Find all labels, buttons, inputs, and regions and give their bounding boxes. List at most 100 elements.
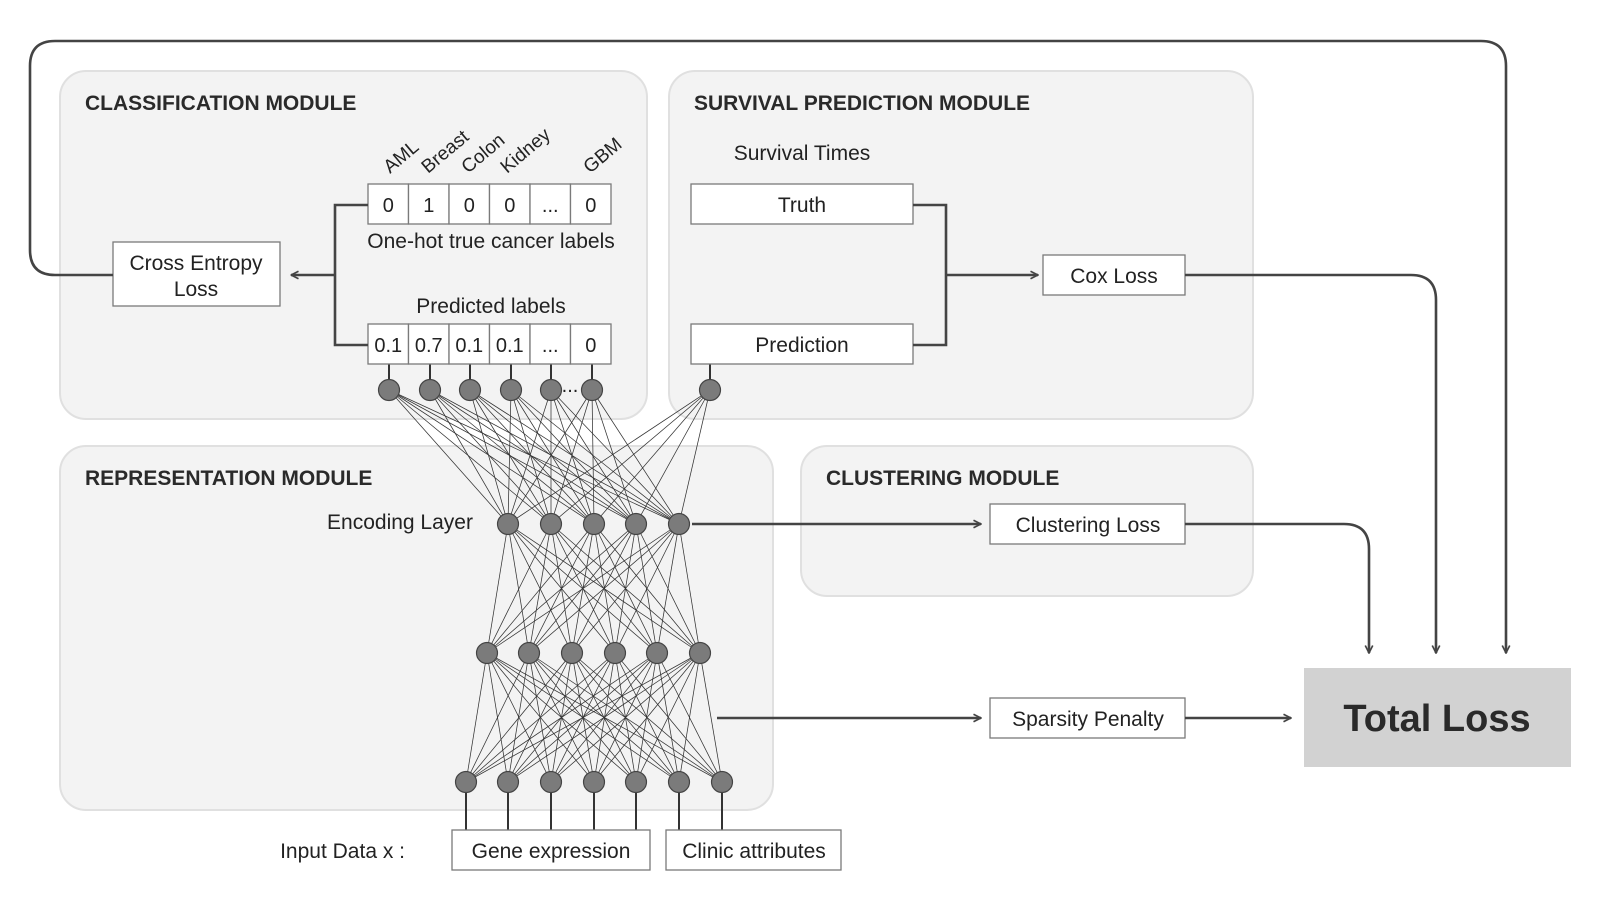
wire-output-encoding xyxy=(510,389,680,525)
input-node xyxy=(496,770,520,794)
output-node xyxy=(539,378,563,402)
input-node xyxy=(582,770,606,794)
wire-output-encoding xyxy=(469,389,637,525)
truth-label: Truth xyxy=(778,194,826,217)
cross-entropy-loss-box xyxy=(112,241,281,307)
wire-output-encoding xyxy=(469,389,680,525)
sparsity-penalty-label: Sparsity Penalty xyxy=(1012,708,1164,731)
input-node xyxy=(667,770,691,794)
wire-hidden-input xyxy=(507,652,701,783)
clinic-attributes-box xyxy=(665,829,842,871)
wire-hidden-input xyxy=(550,652,701,783)
wire-output-encoding xyxy=(507,389,593,525)
hidden-node xyxy=(688,641,712,665)
survival-module-panel xyxy=(668,70,1254,420)
predicted-label-cell xyxy=(367,323,410,365)
encoding-node xyxy=(582,512,606,536)
wire-encoding-hidden xyxy=(656,523,680,654)
wire-hidden-input xyxy=(465,652,658,783)
prediction-box xyxy=(690,323,914,365)
clustering-loss-box xyxy=(989,503,1186,545)
clinic-attributes-label: Clinic attributes xyxy=(682,840,826,863)
input-node xyxy=(624,770,648,794)
clustering-loss-label: Clustering Loss xyxy=(1016,514,1161,537)
survival-times-heading: Survival Times xyxy=(734,142,871,165)
true-label-value: 0 xyxy=(504,195,515,217)
wire-output-encoding xyxy=(510,389,552,525)
cox-loss-label: Cox Loss xyxy=(1070,265,1158,288)
wire-output-encoding xyxy=(593,389,711,525)
predicted-label-cell xyxy=(488,323,531,365)
wire-output-encoding xyxy=(678,389,711,525)
true-label-value: 0 xyxy=(585,195,596,217)
survival-output-node xyxy=(698,378,722,402)
encoding-node xyxy=(624,512,648,536)
predicted-labels-caption: Predicted labels xyxy=(416,295,565,318)
wire-hidden-input xyxy=(507,652,530,783)
true-labels-caption: One-hot true cancer labels xyxy=(367,230,614,253)
survival-module-title: SURVIVAL PREDICTION MODULE xyxy=(694,92,1030,115)
wire-output-encoding xyxy=(591,389,637,525)
wire-hidden-input xyxy=(699,652,723,783)
true-label-cell xyxy=(407,183,450,225)
total-loss-box xyxy=(1304,668,1571,767)
wire-output-encoding xyxy=(388,389,680,525)
predicted-label-value: 0.1 xyxy=(374,335,402,357)
input-node xyxy=(539,770,563,794)
wire-encoding-hidden xyxy=(486,523,680,654)
arrow-clustering-to-total xyxy=(1185,522,1369,653)
wire-output-encoding xyxy=(550,389,637,525)
encoding-node xyxy=(667,512,691,536)
wire-encoding-hidden xyxy=(528,523,552,654)
classification-module-title: CLASSIFICATION MODULE xyxy=(85,92,356,115)
wire-output-encoding xyxy=(469,389,509,525)
wire-output-encoding xyxy=(507,389,512,525)
hidden-node xyxy=(475,641,499,665)
predicted-label-value: 0.7 xyxy=(415,335,443,357)
wire-output-encoding xyxy=(388,389,509,525)
arrow-cox-to-total xyxy=(1185,273,1436,653)
encoding-layer-label: Encoding Layer xyxy=(327,511,473,534)
representation-module-title: REPRESENTATION MODULE xyxy=(85,467,372,490)
wire-output-encoding xyxy=(591,389,680,525)
output-node xyxy=(458,378,482,402)
wire-output-encoding xyxy=(510,389,595,525)
gene-expression-label: Gene expression xyxy=(472,840,631,863)
output-node xyxy=(499,378,523,402)
wire-output-encoding xyxy=(429,389,552,525)
output-node xyxy=(580,378,604,402)
wire-encoding-hidden xyxy=(486,523,509,654)
wire-hidden-input xyxy=(635,652,701,783)
cross-entropy-label-line1: Cross Entropy xyxy=(129,252,263,275)
wire-output-encoding xyxy=(510,389,637,525)
predicted-label-value: 0 xyxy=(585,335,596,357)
wire-output-encoding xyxy=(550,389,593,525)
predicted-label-cell xyxy=(448,323,491,365)
wire-output-encoding xyxy=(507,389,711,525)
hidden-node xyxy=(517,641,541,665)
true-label-value: 1 xyxy=(423,195,434,217)
wire-hidden-input xyxy=(465,652,530,783)
output-node xyxy=(377,378,401,402)
input-node xyxy=(454,770,478,794)
cox-loss-box xyxy=(1042,254,1186,296)
encoding-node xyxy=(539,512,563,536)
true-label-cell xyxy=(488,183,531,225)
output-node xyxy=(418,378,442,402)
gene-expression-box xyxy=(451,829,651,871)
clustering-module-title: CLUSTERING MODULE xyxy=(826,467,1059,490)
wire-encoding-hidden xyxy=(486,523,637,654)
wire-encoding-hidden xyxy=(678,523,701,654)
wire-output-encoding xyxy=(469,389,595,525)
sparsity-penalty-box xyxy=(989,697,1186,739)
predicted-label-cell xyxy=(529,323,572,365)
wire-encoding-hidden xyxy=(571,523,680,654)
true-label-cell xyxy=(569,183,612,225)
network-nodes xyxy=(377,378,734,794)
wire-output-encoding xyxy=(591,389,595,525)
wire-hidden-input xyxy=(593,652,701,783)
wire-output-encoding xyxy=(429,389,595,525)
